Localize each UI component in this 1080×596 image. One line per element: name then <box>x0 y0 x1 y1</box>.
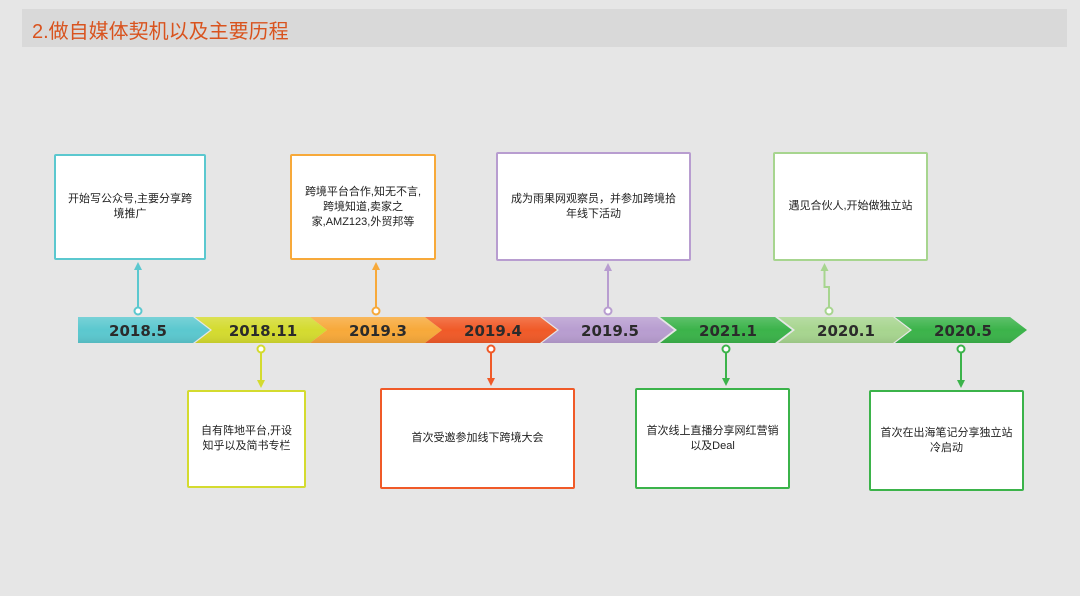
arrowhead <box>604 263 612 271</box>
connector <box>721 344 731 386</box>
year-label: 2019.4 <box>464 322 522 340</box>
timeline-arrow: 2019.5 <box>542 317 674 343</box>
year-label: 2018.11 <box>229 322 297 340</box>
arrow-shine <box>195 317 327 343</box>
arrow-shine <box>778 317 910 343</box>
year-label: 2021.1 <box>699 322 757 340</box>
arrowhead <box>257 380 265 388</box>
timeline-arrow: 2020.1 <box>778 317 910 343</box>
arrowhead <box>134 262 142 270</box>
year-label: 2020.5 <box>934 322 992 340</box>
milestone-box: 首次线上直播分享网红营销以及Deal <box>635 388 790 489</box>
arrow-shine <box>78 317 210 343</box>
milestone-box: 首次受邀参加线下跨境大会 <box>380 388 575 489</box>
timeline-arrow: 2019.3 <box>310 317 442 343</box>
milestone-text: 遇见合伙人,开始做独立站 <box>788 200 913 212</box>
milestone-box: 遇见合伙人,开始做独立站 <box>773 152 928 261</box>
milestone-box: 开始写公众号,主要分享跨境推广 <box>54 154 206 260</box>
milestone-text: 首次线上直播分享网红营销以及Deal <box>646 424 779 452</box>
connector-dot <box>956 344 966 354</box>
connector <box>603 263 613 316</box>
timeline-arrow: 2021.1 <box>660 317 792 343</box>
milestone-box: 自有阵地平台,开设知乎以及简书专栏 <box>187 390 306 488</box>
connector-dot <box>824 306 834 316</box>
arrowhead <box>722 378 730 386</box>
page-title: 2.做自媒体契机以及主要历程 <box>32 21 289 43</box>
arrowhead <box>372 262 380 270</box>
arrow-shine <box>425 317 557 343</box>
connector <box>371 262 381 316</box>
milestone-text: 开始写公众号,主要分享跨境推广 <box>67 193 193 220</box>
arrow-shine <box>542 317 674 343</box>
milestone-text: 首次在出海笔记分享独立站冷启动 <box>880 426 1013 454</box>
connector-line <box>823 271 830 311</box>
connector-dot <box>256 344 266 354</box>
title-bar: 2.做自媒体契机以及主要历程 <box>22 9 1067 47</box>
milestone-text: 首次受邀参加线下跨境大会 <box>411 432 544 444</box>
arrow-shine <box>310 317 442 343</box>
timeline-arrow: 2020.5 <box>895 317 1027 343</box>
connector-dot <box>371 306 381 316</box>
year-label: 2020.1 <box>817 322 875 340</box>
arrow-shine <box>895 317 1027 343</box>
arrowhead <box>957 380 965 388</box>
connector-layer <box>133 262 966 388</box>
timeline-arrows: 2018.5 2018.11 2019.3 2019.4 2019.5 2021.1 202… <box>78 317 1027 343</box>
connector-dot <box>133 306 143 316</box>
year-label: 2019.5 <box>581 322 639 340</box>
connector-dot <box>486 344 496 354</box>
connector-dot <box>721 344 731 354</box>
timeline-arrow: 2018.11 <box>195 317 327 343</box>
arrowhead <box>820 263 829 271</box>
connector <box>820 263 834 316</box>
milestone-text: 跨境平台合作,知无不言,跨境知道,卖家之家,AMZ123,外贸邦等 <box>304 185 422 228</box>
connector <box>956 344 966 388</box>
connector <box>256 344 266 388</box>
milestone-box: 跨境平台合作,知无不言,跨境知道,卖家之家,AMZ123,外贸邦等 <box>290 154 436 260</box>
connector <box>486 344 496 386</box>
timeline-arrow: 2019.4 <box>425 317 557 343</box>
milestone-text: 成为雨果网观察员，并参加跨境拾年线下活动 <box>511 192 676 220</box>
year-label: 2019.3 <box>349 322 407 340</box>
year-label: 2018.5 <box>109 322 167 340</box>
timeline-arrow: 2018.5 <box>78 317 210 343</box>
milestone-text: 自有阵地平台,开设知乎以及简书专栏 <box>200 425 293 452</box>
connector <box>133 262 143 316</box>
milestone-box: 成为雨果网观察员，并参加跨境拾年线下活动 <box>496 152 691 261</box>
arrowhead <box>487 378 495 386</box>
milestone-box: 首次在出海笔记分享独立站冷启动 <box>869 390 1024 491</box>
arrow-shine <box>660 317 792 343</box>
connector-dot <box>603 306 613 316</box>
